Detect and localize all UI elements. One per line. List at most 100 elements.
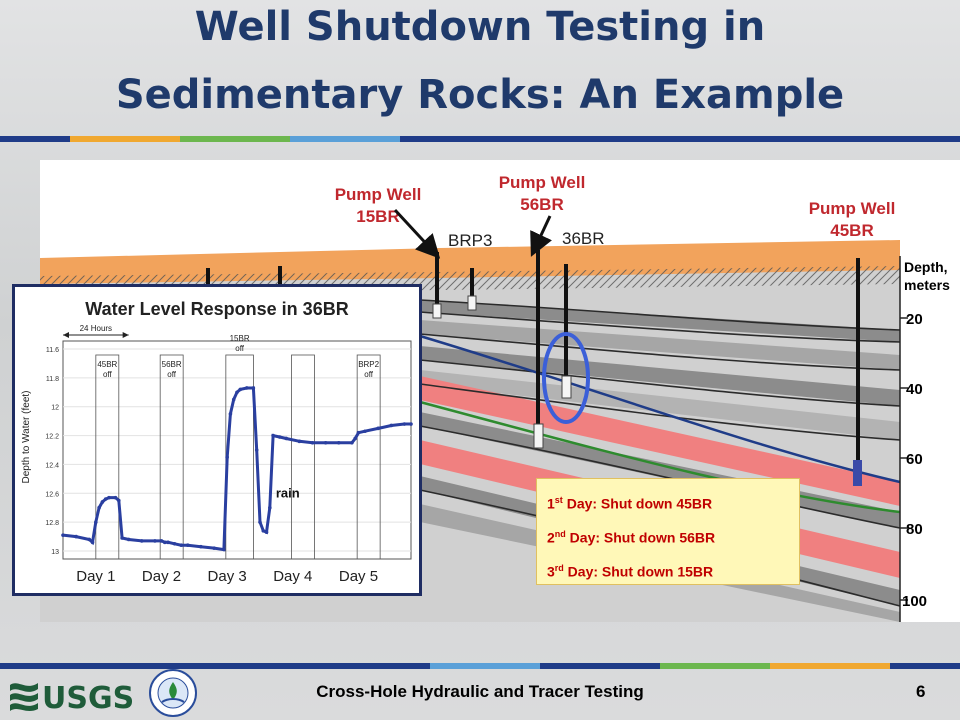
chart-data-point <box>74 534 78 539</box>
slide-title-line-2: Sedimentary Rocks: An Example <box>115 72 845 118</box>
chart-annotation-label: 56BR <box>162 360 182 369</box>
blue-marker-bed <box>419 334 901 484</box>
chart-data-point <box>297 439 302 444</box>
chart-data-point <box>107 495 111 500</box>
usgs-wave-icon <box>10 683 38 711</box>
chart-data-point <box>277 435 282 439</box>
depth-tick-80: 80 <box>906 521 923 538</box>
chart-data-point <box>117 498 121 503</box>
chart-y-tick-label: 12.2 <box>45 434 59 441</box>
depth-axis-ticks <box>900 317 908 601</box>
schedule-day-1-sup: st <box>554 495 563 505</box>
schedule-day-2-sup: nd <box>554 529 566 539</box>
footer-title: Cross-Hole Hydraulic and Tracer Testing <box>316 682 644 701</box>
chart-data-point <box>402 422 407 426</box>
chart-x-tick-label: Day 3 <box>208 568 247 585</box>
chart-data-point <box>212 546 216 550</box>
page-number: 6 <box>916 682 926 701</box>
chart-title: Water Level Response in 36BR <box>85 299 348 319</box>
label-pump-well-56br-2: 56BR <box>520 195 563 214</box>
label-36br: 36BR <box>562 229 605 248</box>
chart-data-point <box>139 539 144 543</box>
chart-data-point <box>336 440 341 445</box>
chart-annotation-label: BRP2 <box>358 360 379 369</box>
chart-24h-arrowhead-left <box>63 332 69 338</box>
label-brp3: BRP3 <box>448 231 492 250</box>
label-pump-well-45br-1: Pump Well <box>809 199 896 218</box>
chart-data-point <box>310 440 315 445</box>
chart-data-point <box>90 540 95 545</box>
green-marker-bed <box>419 400 901 514</box>
chart-shutdown-box <box>225 354 254 560</box>
chart-data-point <box>268 505 272 510</box>
chart-rain-label: rain <box>276 485 300 500</box>
chart-data-point <box>261 529 266 533</box>
chart-y-tick-label: 11.8 <box>46 376 59 383</box>
schedule-day-1-num: 1 <box>547 495 555 512</box>
chart-data-point <box>258 520 262 524</box>
water-level-chart-svg: Water Level Response in 36BR Depth to Wa… <box>21 299 413 585</box>
schedule-day-3-text: Day: Shut down 15BR <box>563 563 714 580</box>
chart-data-point <box>231 397 236 402</box>
chart-annotation-label: 15BR <box>230 334 250 343</box>
chart-data-point <box>172 541 177 546</box>
chart-x-tick-label: Day 1 <box>76 568 115 585</box>
label-pump-well-45br-2: 45BR <box>830 221 873 240</box>
chart-data-point <box>376 426 380 431</box>
chart-data-point <box>185 543 190 548</box>
chart-data-point <box>284 436 289 441</box>
chart-annotation-label: 45BR <box>97 360 117 369</box>
depth-axis-label-1: Depth, <box>904 259 948 275</box>
chart-y-tick-label: 12.6 <box>45 491 59 498</box>
chart-24h-arrowhead-right <box>122 332 129 338</box>
chart-data-point <box>120 536 124 540</box>
chart-data-point <box>126 537 131 542</box>
chart-y-tick-label: 13 <box>51 549 59 556</box>
chart-x-tick-label: Day 2 <box>142 568 181 585</box>
chart-data-point <box>353 436 357 441</box>
chart-x-tick-label: Day 4 <box>273 568 312 585</box>
chart-data-point <box>199 544 203 549</box>
chart-data-point <box>94 520 98 524</box>
chart-data-point <box>153 539 157 543</box>
chart-data-point <box>356 430 361 435</box>
chart-series-line <box>62 386 411 552</box>
chart-shutdown-box <box>159 354 184 560</box>
schedule-day-3: 3rd Day: Shut down 15BR <box>547 553 789 587</box>
schedule-day-2: 2nd Day: Shut down 56BR <box>547 519 789 553</box>
arrow-15br <box>393 208 441 259</box>
depth-tick-100: 100 <box>902 593 927 610</box>
usgs-logo-text: USGS <box>42 681 134 715</box>
chart-data-point <box>166 540 170 545</box>
chart-data-point <box>228 412 233 416</box>
chart-y-tick-label: 11.6 <box>46 347 59 354</box>
depth-axis-label-2: meters <box>904 277 950 293</box>
chart-data-point <box>251 386 256 390</box>
depth-tick-60: 60 <box>906 451 923 468</box>
shutdown-schedule-box: 1st Day: Shut down 45BR 2nd Day: Shut do… <box>536 478 800 585</box>
chart-shutdown-box <box>95 354 120 560</box>
top-color-bar <box>0 136 960 142</box>
chart-y-axis-label: Depth to Water (feet) <box>21 391 32 484</box>
chart-data-point <box>222 547 226 552</box>
chart-x-tick-label: Day 5 <box>339 568 378 585</box>
chart-data-point <box>113 495 118 500</box>
schedule-day-2-num: 2 <box>547 529 555 546</box>
chart-data-point <box>103 497 108 501</box>
chart-data-point <box>264 530 269 535</box>
bottom-color-bar <box>0 663 960 669</box>
chart-data-point <box>363 429 367 434</box>
chart-data-point <box>245 386 249 390</box>
arrow-56br <box>530 215 552 257</box>
chart-data-point <box>179 543 183 548</box>
usgs-logo: USGS <box>10 681 134 715</box>
chart-data-point <box>409 422 413 426</box>
chart-data-point <box>100 500 105 504</box>
schedule-day-3-sup: rd <box>554 563 564 573</box>
epa-seal-icon <box>149 669 197 717</box>
depth-tick-20: 20 <box>906 311 923 328</box>
chart-data-point <box>238 387 243 392</box>
label-pump-well-56br-1: Pump Well <box>499 173 586 192</box>
schedule-day-1-text: Day: Shut down 45BR <box>562 495 713 512</box>
